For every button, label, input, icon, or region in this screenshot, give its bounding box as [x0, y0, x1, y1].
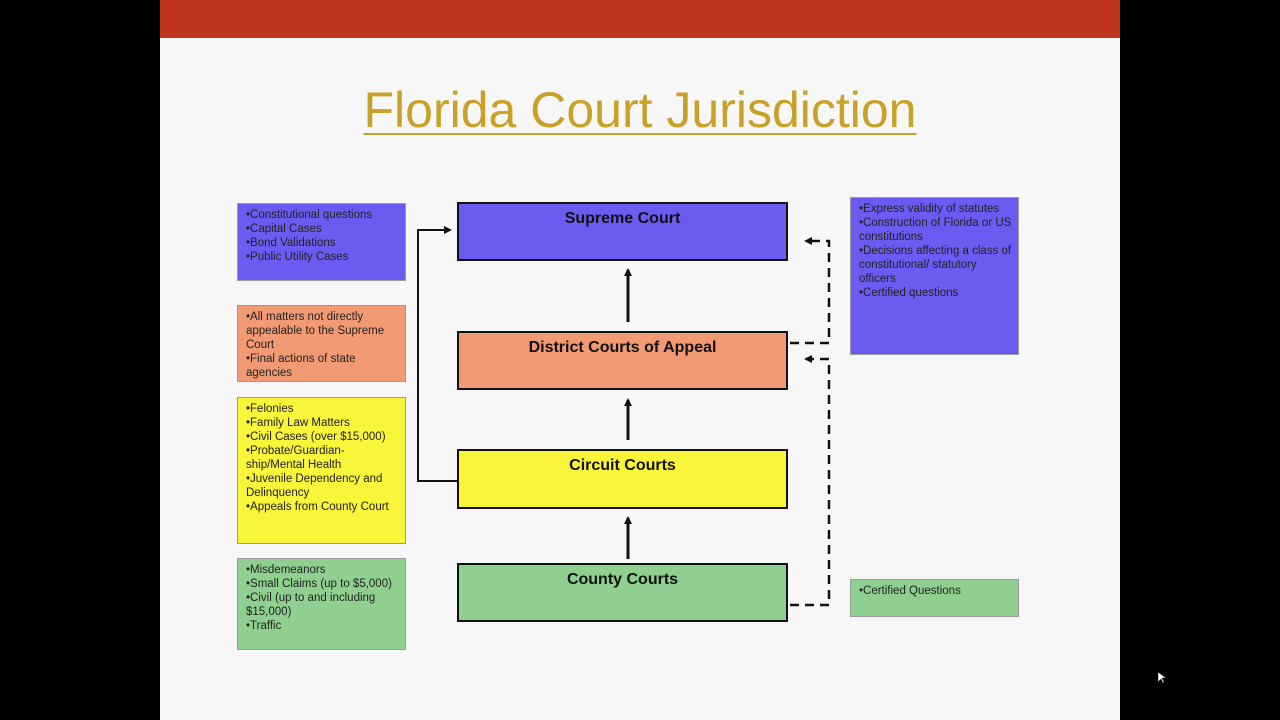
note-item: Certified Questions	[859, 584, 1012, 598]
note-item: Probate/Guardian-ship/Mental Health	[246, 444, 399, 472]
note-item: Express validity of statutes	[859, 202, 1012, 216]
note-item: All matters not directly appealable to t…	[246, 310, 399, 352]
county-to-district-review-note: Certified Questions	[850, 579, 1019, 617]
note-item: Certified questions	[859, 286, 1012, 300]
county-jurisdiction-note: MisdemeanorsSmall Claims (up to $5,000)C…	[237, 558, 406, 650]
note-item: Felonies	[246, 402, 399, 416]
arrow-circuit-to-supreme	[417, 226, 457, 482]
supreme-jurisdiction-note: Constitutional questionsCapital CasesBon…	[237, 203, 406, 281]
note-item: Final actions of state agencies	[246, 352, 399, 380]
note-item: Juvenile Dependency and Delinquency	[246, 472, 399, 500]
note-item: Civil Cases (over $15,000)	[246, 430, 399, 444]
slide-title: Florida Court Jurisdiction	[363, 82, 917, 138]
circuit-courts-label: Circuit Courts	[569, 457, 676, 474]
dashed-district-to-supreme	[790, 237, 831, 345]
district-to-supreme-review-note: Express validity of statutesConstruction…	[850, 197, 1019, 355]
diagram-connectors	[417, 226, 831, 607]
note-item: Capital Cases	[246, 222, 399, 236]
note-item: Small Claims (up to $5,000)	[246, 577, 399, 591]
district-courts-box: District Courts of Appeal	[457, 331, 788, 390]
county-courts-box: County Courts	[457, 563, 788, 622]
mouse-cursor-icon	[1158, 672, 1166, 684]
district-jurisdiction-note: All matters not directly appealable to t…	[237, 305, 406, 382]
dashed-county-to-district	[790, 355, 831, 607]
circuit-jurisdiction-note: FeloniesFamily Law MattersCivil Cases (o…	[237, 397, 406, 544]
circuit-courts-box: Circuit Courts	[457, 449, 788, 509]
slide-header-bar	[160, 0, 1120, 38]
note-item: Decisions affecting a class of constitut…	[859, 244, 1012, 286]
district-courts-label: District Courts of Appeal	[528, 339, 717, 356]
slide: Florida Court Jurisdiction Supreme Court…	[160, 0, 1120, 720]
county-courts-label: County Courts	[566, 571, 679, 588]
supreme-court-box: Supreme Court	[457, 202, 788, 261]
note-item: Civil (up to and including $15,000)	[246, 591, 399, 619]
note-item: Bond Validations	[246, 236, 399, 250]
note-item: Misdemeanors	[246, 563, 399, 577]
note-item: Construction of Florida or US constituti…	[859, 216, 1012, 244]
note-item: Appeals from County Court	[246, 500, 399, 514]
note-item: Constitutional questions	[246, 208, 399, 222]
note-item: Traffic	[246, 619, 399, 633]
note-item: Public Utility Cases	[246, 250, 399, 264]
supreme-court-label: Supreme Court	[564, 210, 681, 227]
note-item: Family Law Matters	[246, 416, 399, 430]
